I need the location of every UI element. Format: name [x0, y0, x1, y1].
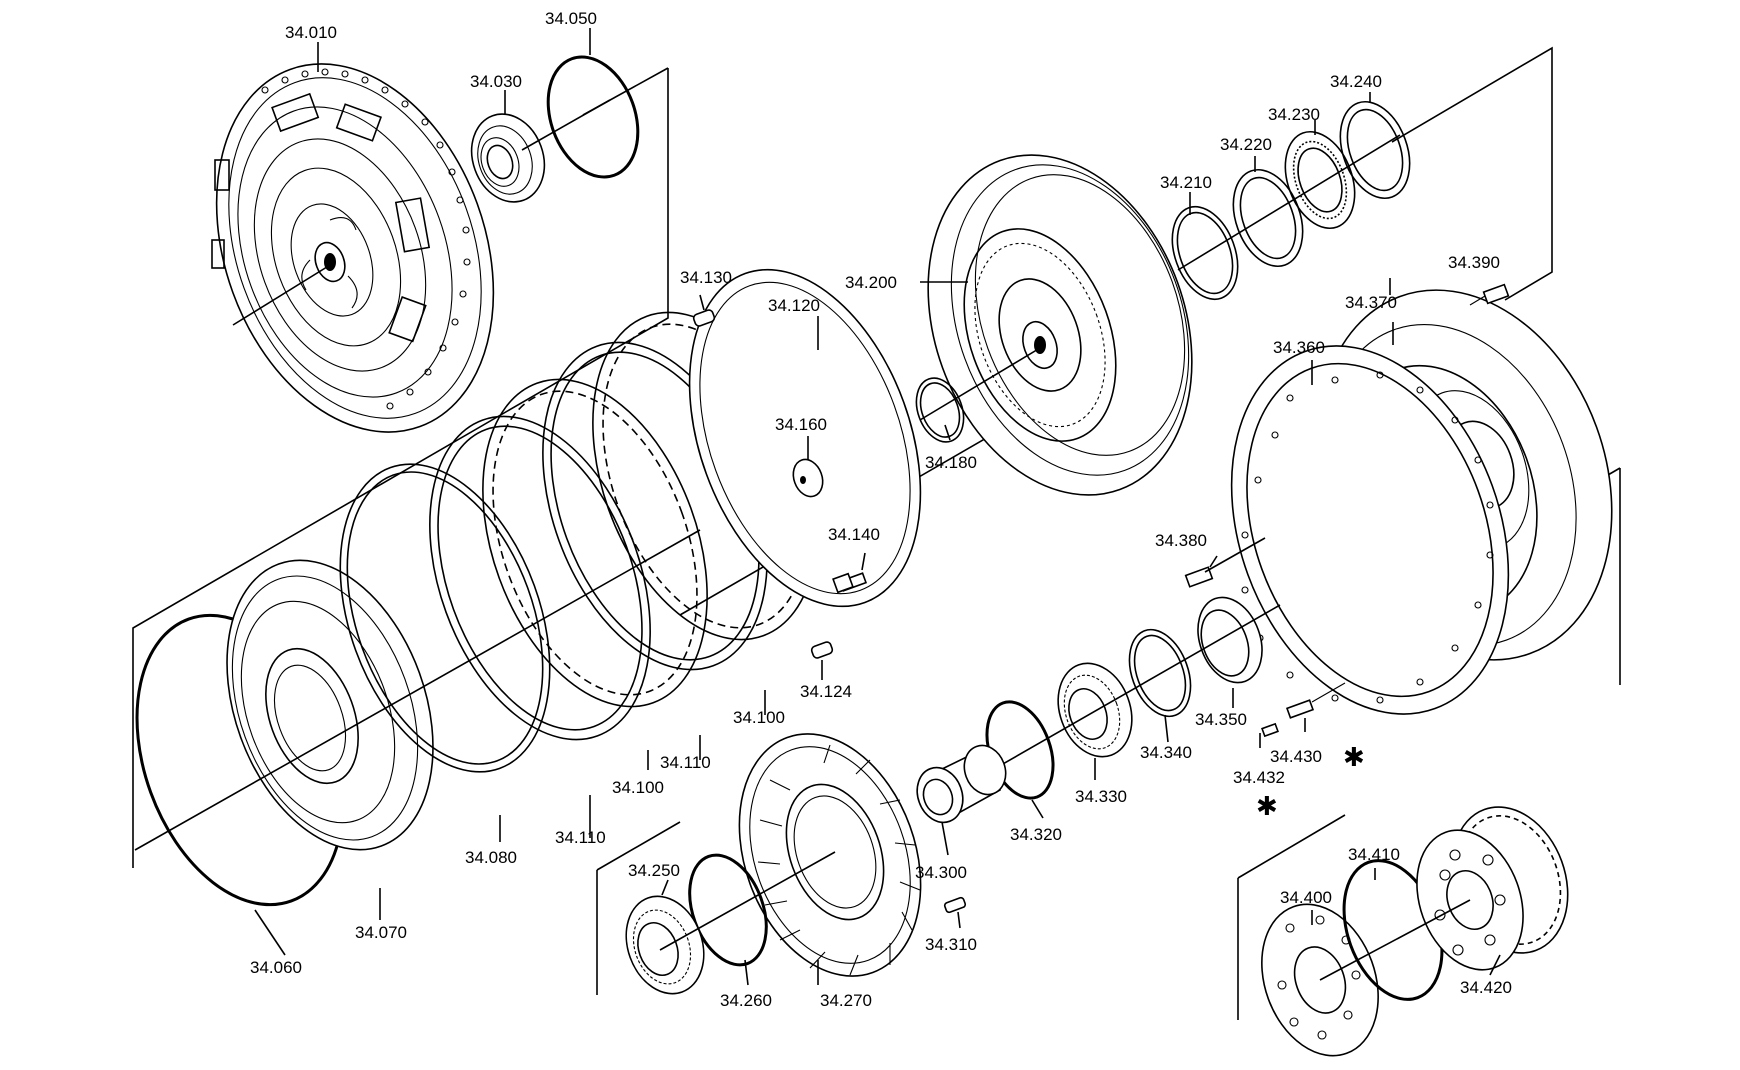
label-34110a: 34.110 — [555, 828, 606, 847]
label-34210: 34.210 — [1160, 173, 1212, 192]
asterisk-34430: ✱ — [1343, 742, 1365, 772]
part-34050-o-ring — [546, 55, 640, 179]
label-34270: 34.270 — [820, 991, 872, 1010]
label-34360: 34.360 — [1273, 338, 1325, 357]
label-34400: 34.400 — [1280, 888, 1332, 907]
label-34120: 34.120 — [768, 296, 820, 315]
label-34410: 34.410 — [1348, 845, 1400, 864]
part-34220-ring — [1232, 168, 1304, 268]
label-34260: 34.260 — [720, 991, 772, 1010]
part-34390-bolt — [1469, 283, 1510, 306]
label-34370: 34.370 — [1345, 293, 1397, 312]
label-34300: 34.300 — [915, 863, 967, 882]
part-34330-bearing — [1057, 662, 1133, 758]
label-34432: 34.432 — [1233, 768, 1285, 787]
axis-line-pump — [974, 604, 1281, 781]
label-34160: 34.160 — [775, 415, 827, 434]
asterisk-34432: ✱ — [1256, 791, 1278, 821]
label-34240: 34.240 — [1330, 72, 1382, 91]
part-34240-ring — [1339, 100, 1411, 200]
part-34250-bearing — [625, 895, 705, 995]
part-34030-bearing — [470, 113, 546, 203]
part-34230-thrust-bearing — [1284, 130, 1356, 230]
label-34080: 34.080 — [465, 848, 517, 867]
label-34200: 34.200 — [845, 273, 897, 292]
label-34420: 34.420 — [1460, 978, 1512, 997]
axis-line-34200 — [919, 344, 1046, 421]
label-34390: 34.390 — [1448, 253, 1500, 272]
label-34130: 34.130 — [680, 268, 732, 287]
label-34220: 34.220 — [1220, 135, 1272, 154]
label-34030: 34.030 — [470, 72, 522, 91]
label-34230: 34.230 — [1268, 105, 1320, 124]
part-34124-pin — [810, 641, 834, 659]
part-34430-pin — [1285, 682, 1346, 719]
label-34340: 34.340 — [1140, 743, 1192, 762]
label-34310: 34.310 — [925, 935, 977, 954]
part-34350-seal — [1197, 596, 1263, 684]
label-34250: 34.250 — [628, 861, 680, 880]
label-34124: 34.124 — [800, 682, 852, 701]
label-34070: 34.070 — [355, 923, 407, 942]
axis-line-clutch-pack — [134, 529, 701, 851]
part-34100-friction-plate-a — [482, 378, 708, 708]
part-34300-hub — [916, 744, 1007, 824]
part-34080-ring — [339, 463, 551, 773]
leader-lines — [254, 28, 1501, 986]
group-frame-upper-right — [1391, 46, 1553, 301]
part-34310-pin — [943, 896, 967, 914]
label-34380: 34.380 — [1155, 531, 1207, 550]
part-34120-disc — [688, 268, 922, 608]
axis-line-34420 — [1319, 899, 1471, 981]
part-34340-ring — [1128, 628, 1192, 718]
part-34160-washer — [792, 458, 824, 498]
part-34070-piston — [226, 559, 434, 851]
part-labels: 34.010 34.030 34.050 34.060 34.070 34.08… — [250, 9, 1512, 1010]
part-34110-steel-plate-a — [429, 415, 651, 741]
part-34420-gear — [1416, 806, 1569, 971]
part-34140-bolt — [832, 572, 868, 594]
label-34180: 34.180 — [925, 453, 977, 472]
part-34360-gasket — [1230, 345, 1510, 715]
axis-line-34050 — [521, 99, 611, 151]
part-34010-converter-housing — [211, 63, 495, 433]
label-34100a: 34.100 — [612, 778, 664, 797]
label-34350: 34.350 — [1195, 710, 1247, 729]
label-34110b: 34.110 — [660, 753, 711, 772]
axis-line-34010 — [232, 261, 336, 326]
part-34432-pin — [1261, 722, 1279, 738]
label-34430: 34.430 — [1270, 747, 1322, 766]
label-34050: 34.050 — [545, 9, 597, 28]
label-34010: 34.010 — [285, 23, 337, 42]
label-34320: 34.320 — [1010, 825, 1062, 844]
label-34140: 34.140 — [828, 525, 880, 544]
part-34200-turbine — [927, 154, 1193, 496]
part-34380-bolt — [1184, 537, 1266, 588]
axis-line-34240 — [1177, 134, 1401, 271]
axis-line-stator — [659, 851, 836, 951]
part-34400-plate — [1261, 903, 1379, 1057]
part-34130-pin — [692, 309, 716, 327]
label-34060: 34.060 — [250, 958, 302, 977]
label-34100b: 34.100 — [733, 708, 785, 727]
label-34330: 34.330 — [1075, 787, 1127, 806]
group-frame-lower-right — [1237, 814, 1346, 1020]
